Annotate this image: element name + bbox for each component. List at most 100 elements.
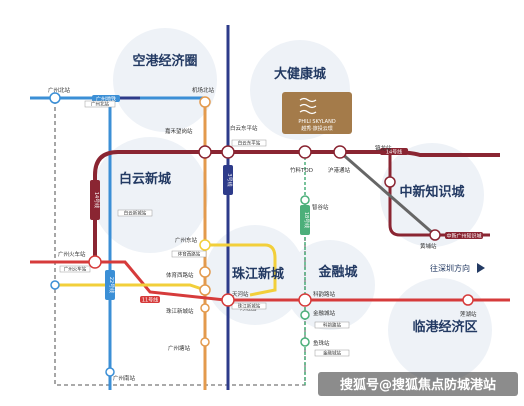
station-marker [429,229,441,241]
line-label-vertical [223,165,233,195]
station-label: 鱼珠站 [313,339,330,347]
district-label-lingang: 临港经济区 [412,319,477,335]
station-marker [298,293,312,307]
station-label: 体育西路站 [166,271,194,279]
station-marker [88,255,102,269]
station-label: 黄埔站 [420,242,437,250]
info-box [171,250,207,258]
info-box [231,302,267,310]
info-box-label: 白云东平站 [238,140,261,147]
station-label: 珠江新城站 [166,307,194,315]
station-marker [200,303,210,313]
station-label: 镇龙站 [375,144,392,152]
line-label-pill [445,232,483,239]
station-marker [300,195,310,205]
station-label: 白云东平站 [230,124,258,132]
station-label: 广州南站 [113,374,136,382]
station-label: 竹料TOD [290,166,313,174]
district-label-jinrong: 金融城 [317,264,357,280]
district-label-konggang: 空港经济圈 [132,53,197,69]
line-label-pill [92,95,120,102]
station-marker [199,266,211,278]
district-circle-baiyun [92,137,208,253]
station-marker [50,280,60,290]
station-label: 广州塘站 [168,344,191,352]
line-maroon-14 [93,150,500,262]
logo-cn: 越秀·旅投云璟 [301,125,333,132]
station-label: 广州火车站 [58,250,86,258]
line-label-pill [380,148,408,155]
station-marker [300,310,310,320]
station-marker [333,145,347,159]
line-label-l11: 11号线 [142,297,158,304]
dashed-loop-line [54,100,306,386]
station-marker [200,337,210,347]
station-marker [199,239,211,251]
station-label: 科韵路站 [313,290,336,298]
direction-arrow-icon [477,263,485,273]
station-marker [221,293,235,307]
line-label-l14b: 14号线 [93,192,100,208]
info-box-label: 科韵路站 [323,322,341,329]
line-label-l22: 22号线 [108,277,115,293]
station-marker [298,145,312,159]
info-box-label: 广州北站 [91,101,109,108]
station-marker [462,294,474,306]
line-label-vertical [105,270,115,300]
info-box-label: 广州火车站 [64,266,87,273]
logo-wave-icon [299,97,317,115]
direction-label: 往深圳方向 [430,263,470,273]
info-box [314,321,350,329]
info-box [314,349,350,357]
station-label: 嘉禾望岗站 [165,127,193,135]
line-blue [30,96,112,390]
station-marker [300,337,310,347]
district-label-zhujiang: 珠江新城 [232,266,284,282]
line-label-vertical [90,180,100,220]
station-marker [221,145,235,159]
station-marker [384,176,396,188]
line-label-pill [140,296,160,303]
watermark-text: 搜狐号@搜狐焦点防城港站 [340,377,496,393]
logo-en: PHILI SKYLAND [298,119,335,125]
line-label-lx: 广州地铁 [96,96,116,103]
station-marker [199,284,211,296]
station-label: 金融城站 [313,309,336,317]
info-box [84,100,116,108]
station-label: 天河站 [232,290,249,298]
district-label-dajiankang: 大健康城 [274,66,326,82]
station-marker [49,92,61,104]
project-logo-card [282,92,352,134]
station-marker [199,96,211,108]
info-box [59,265,91,273]
station-marker [198,145,212,159]
line-label-vertical [300,205,310,235]
line-label-l3: 3号线 [226,173,233,186]
info-box-label: 珠江新城站 [238,303,261,310]
district-circle-zhongxin [380,143,484,247]
watermark-backdrop [318,372,518,396]
station-label: 沪港通站 [328,166,351,174]
station-label: 机场北站 [192,86,215,94]
line-label-lzt: 中新广州知识城 [446,233,481,240]
district-circle-jinrong [285,240,375,330]
info-box [231,139,267,147]
station-label: 广州东站 [175,236,198,244]
station-marker [105,367,115,377]
line-gray-diagonal [339,150,436,237]
district-label-baiyun: 白云新城 [119,171,171,187]
station-label: 智谷站 [312,203,329,211]
district-label-zhongxin: 中新知识城 [399,184,464,200]
info-box-label: 金融城站 [323,350,341,357]
line-label-l18: 18号线 [303,212,310,228]
station-label: 莲湖站 [460,310,477,318]
info-box-label: 白云新城站 [124,210,147,217]
info-box-label: 体育西路站 [178,251,201,258]
station-label: 广州北站 [48,86,71,94]
line-label-l14: 14号线 [386,149,402,156]
info-box [117,209,153,217]
district-circle-konggang [113,28,217,132]
line-maroon-branch [388,152,490,237]
